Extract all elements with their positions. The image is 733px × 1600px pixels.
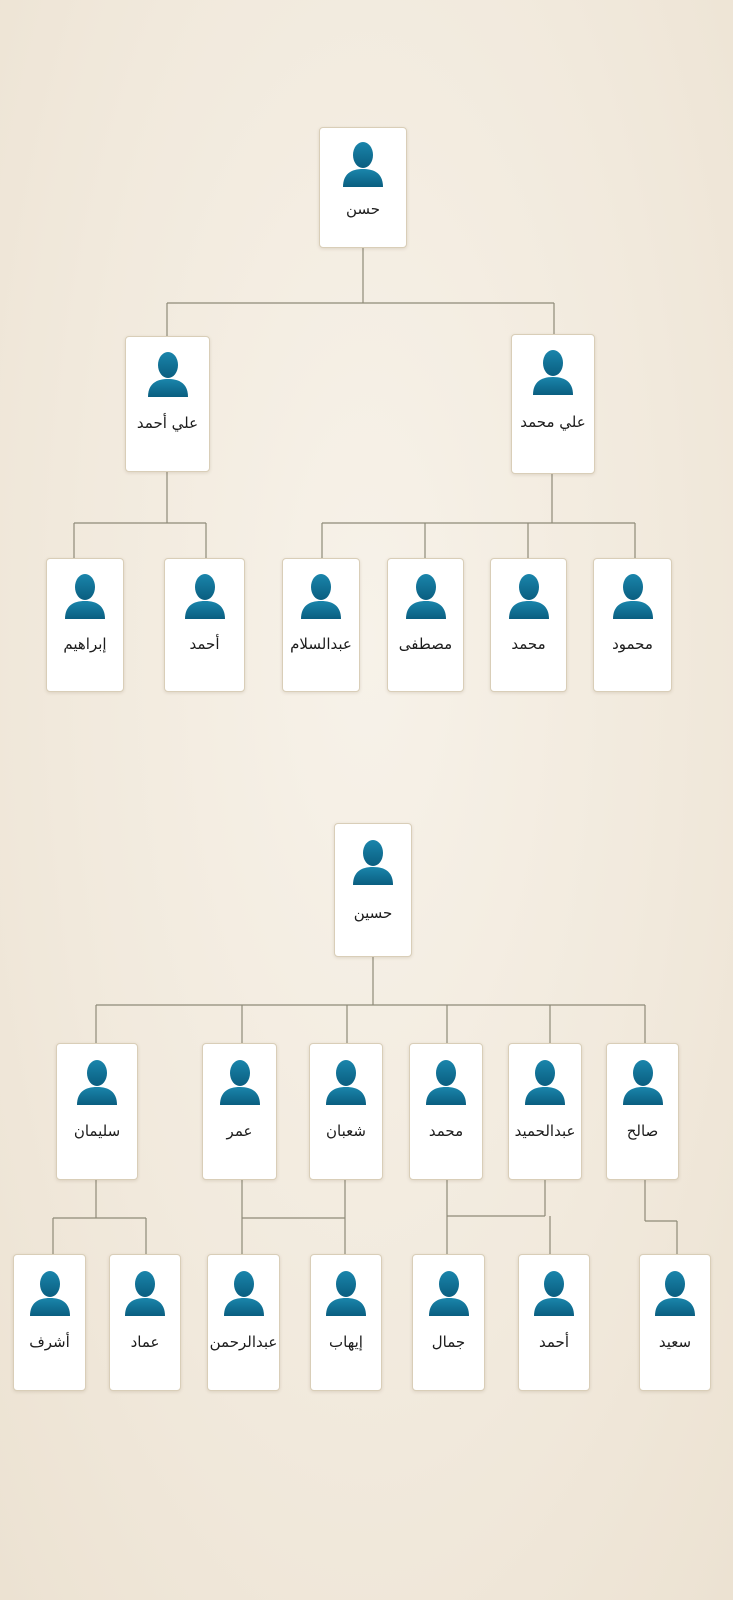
tree2-child-node[interactable]: عبدالحميد xyxy=(508,1043,582,1180)
tree1-grandchild-node[interactable]: محمود xyxy=(593,558,672,692)
person-silhouette-icon xyxy=(508,574,549,619)
tree1-grandchild-name: عبدالسلام xyxy=(290,635,352,653)
tree2-grandchild-name: جمال xyxy=(431,1333,466,1351)
tree2-root-node[interactable]: حسين xyxy=(334,823,412,957)
tree2-grandchild-node[interactable]: عماد xyxy=(109,1254,181,1391)
tree1-grandchild-node[interactable]: إبراهيم xyxy=(46,558,124,692)
person-silhouette-icon xyxy=(125,1271,165,1316)
person-silhouette-icon xyxy=(622,1060,663,1105)
tree1-child-right-node[interactable]: علي محمد xyxy=(511,334,595,474)
tree1-grandchild-node[interactable]: أحمد xyxy=(164,558,245,692)
tree1-grandchild-name: محمود xyxy=(612,635,653,653)
tree2-child-name: عبدالحميد xyxy=(514,1122,576,1140)
tree1-grandchild-name: مصطفى xyxy=(398,635,453,653)
tree1-root-node[interactable]: حسن xyxy=(319,127,407,248)
tree2-grandchild-node[interactable]: إيهاب xyxy=(310,1254,382,1391)
person-silhouette-icon xyxy=(147,352,188,397)
tree2-child-name: سليمان xyxy=(73,1122,121,1140)
person-silhouette-icon xyxy=(326,1271,366,1316)
tree2-child-node[interactable]: سليمان xyxy=(56,1043,138,1180)
person-silhouette-icon xyxy=(353,840,393,885)
tree2-grandchild-name: عبدالرحمن xyxy=(209,1333,278,1351)
tree1-grandchild-name: أحمد xyxy=(189,635,220,653)
person-silhouette-icon xyxy=(405,574,446,619)
tree1-child-left-name: علي أحمد xyxy=(136,414,199,432)
person-silhouette-icon xyxy=(65,574,105,619)
tree2-child-name: محمد xyxy=(428,1122,464,1140)
person-silhouette-icon xyxy=(428,1271,469,1316)
person-silhouette-icon xyxy=(534,1271,574,1316)
tree2-child-name: صالح xyxy=(626,1122,659,1140)
person-silhouette-icon xyxy=(301,574,341,619)
tree2-child-name: شعبان xyxy=(326,1122,366,1140)
tree2-child-node[interactable]: صالح xyxy=(606,1043,679,1180)
person-silhouette-icon xyxy=(326,1060,366,1105)
person-silhouette-icon xyxy=(219,1060,260,1105)
tree2-grandchild-node[interactable]: عبدالرحمن xyxy=(207,1254,280,1391)
tree2-root-name: حسين xyxy=(353,904,393,922)
tree2-grandchild-node[interactable]: أشرف xyxy=(13,1254,86,1391)
tree1-grandchild-node[interactable]: محمد xyxy=(490,558,567,692)
tree2-grandchild-node[interactable]: أحمد xyxy=(518,1254,590,1391)
tree1-root-name: حسن xyxy=(345,200,381,218)
person-silhouette-icon xyxy=(533,350,573,395)
tree2-grandchild-node[interactable]: جمال xyxy=(412,1254,485,1391)
tree2-grandchild-name: أحمد xyxy=(539,1333,569,1351)
tree1-grandchild-node[interactable]: مصطفى xyxy=(387,558,464,692)
tree2-child-node[interactable]: محمد xyxy=(409,1043,483,1180)
person-silhouette-icon xyxy=(29,1271,70,1316)
tree2-child-node[interactable]: شعبان xyxy=(309,1043,383,1180)
tree1-child-left-node[interactable]: علي أحمد xyxy=(125,336,210,472)
tree2-grandchild-name: عماد xyxy=(130,1333,160,1351)
person-silhouette-icon xyxy=(525,1060,565,1105)
person-silhouette-icon xyxy=(612,574,653,619)
person-silhouette-icon xyxy=(426,1060,466,1105)
person-silhouette-icon xyxy=(655,1271,695,1316)
person-silhouette-icon xyxy=(343,142,383,187)
tree2-grandchild-name: سعيد xyxy=(658,1333,692,1351)
tree2-grandchild-name: إيهاب xyxy=(329,1333,363,1351)
tree1-child-right-name: علي محمد xyxy=(520,413,586,431)
tree2-grandchild-name: أشرف xyxy=(29,1333,70,1351)
tree1-grandchild-node[interactable]: عبدالسلام xyxy=(282,558,360,692)
tree1-grandchild-name: إبراهيم xyxy=(63,635,107,653)
person-silhouette-icon xyxy=(77,1060,117,1105)
tree2-child-node[interactable]: عمر xyxy=(202,1043,277,1180)
person-silhouette-icon xyxy=(223,1271,264,1316)
tree2-grandchild-node[interactable]: سعيد xyxy=(639,1254,711,1391)
tree2-child-name: عمر xyxy=(226,1122,253,1140)
person-silhouette-icon xyxy=(184,574,225,619)
tree1-grandchild-name: محمد xyxy=(511,635,546,653)
